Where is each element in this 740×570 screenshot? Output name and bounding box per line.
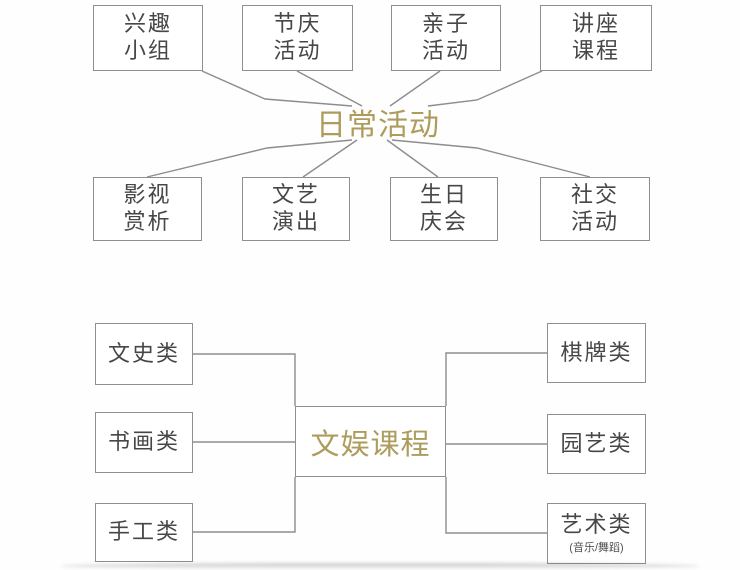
node-label: 庆会 (419, 209, 468, 234)
connector-handicraft (193, 477, 296, 533)
node-lecture-courses: 讲座 课程 (540, 5, 652, 71)
node-label: 艺术类 (560, 511, 633, 537)
node-interest-groups: 兴趣 小组 (93, 5, 203, 71)
node-label: 活动 (570, 209, 619, 234)
connector-interest-groups (201, 70, 353, 107)
connector-chess-cards (445, 352, 547, 406)
node-parent-child-activities: 亲子 活动 (391, 5, 501, 71)
culture-courses-node: 文娱课程 (295, 406, 446, 477)
node-label: 兴趣 (123, 11, 172, 37)
connector-social-activities (391, 139, 591, 178)
node-label: 书画类 (107, 429, 180, 455)
node-gardening: 园艺类 (547, 414, 646, 474)
node-label: 手工类 (107, 519, 180, 545)
node-social-activities: 社交 活动 (540, 177, 650, 241)
connector-parent-child-activities (389, 70, 441, 107)
node-arts: 艺术类 (音乐/舞蹈) (547, 503, 646, 564)
connector-birthday-celebration (386, 139, 439, 178)
bottom-edge-shadow (60, 563, 700, 569)
node-arts-performance: 文艺 演出 (242, 177, 350, 241)
connector-arts-performance (302, 139, 358, 178)
node-label: 棋牌类 (560, 339, 633, 365)
node-label: 小组 (123, 38, 172, 63)
node-calligraphy-painting: 书画类 (95, 412, 193, 473)
node-birthday-celebration: 生日 庆会 (390, 177, 498, 241)
node-label: 演出 (271, 209, 320, 234)
node-film-appreciation: 影视 赏析 (93, 177, 202, 241)
node-label: 文史类 (107, 340, 180, 366)
node-handicraft: 手工类 (95, 503, 193, 562)
node-label: 讲座 (571, 11, 620, 37)
daily-activities-title: 日常活动 (316, 109, 440, 142)
connector-lecture-courses (427, 70, 543, 107)
node-literature-history: 文史类 (95, 323, 193, 385)
culture-courses-title: 文娱课程 (310, 428, 431, 461)
connector-festival-activities (296, 70, 363, 107)
node-label: 文艺 (271, 182, 320, 208)
connector-film-appreciation (146, 139, 353, 178)
node-sublabel: (音乐/舞蹈) (569, 541, 624, 554)
node-label: 园艺类 (560, 430, 633, 456)
node-label: 社交 (570, 182, 619, 208)
node-chess-cards: 棋牌类 (547, 323, 646, 383)
node-label: 亲子 (421, 11, 470, 37)
node-label: 生日 (419, 182, 468, 208)
node-label: 节庆 (273, 11, 322, 37)
node-festival-activities: 节庆 活动 (242, 5, 353, 71)
connector-arts (445, 477, 547, 534)
node-label: 活动 (273, 38, 322, 63)
node-label: 课程 (571, 38, 620, 63)
node-label: 活动 (421, 38, 470, 63)
connector-literature-history (193, 353, 296, 406)
node-label: 影视 (123, 182, 172, 208)
node-label: 赏析 (123, 209, 172, 234)
